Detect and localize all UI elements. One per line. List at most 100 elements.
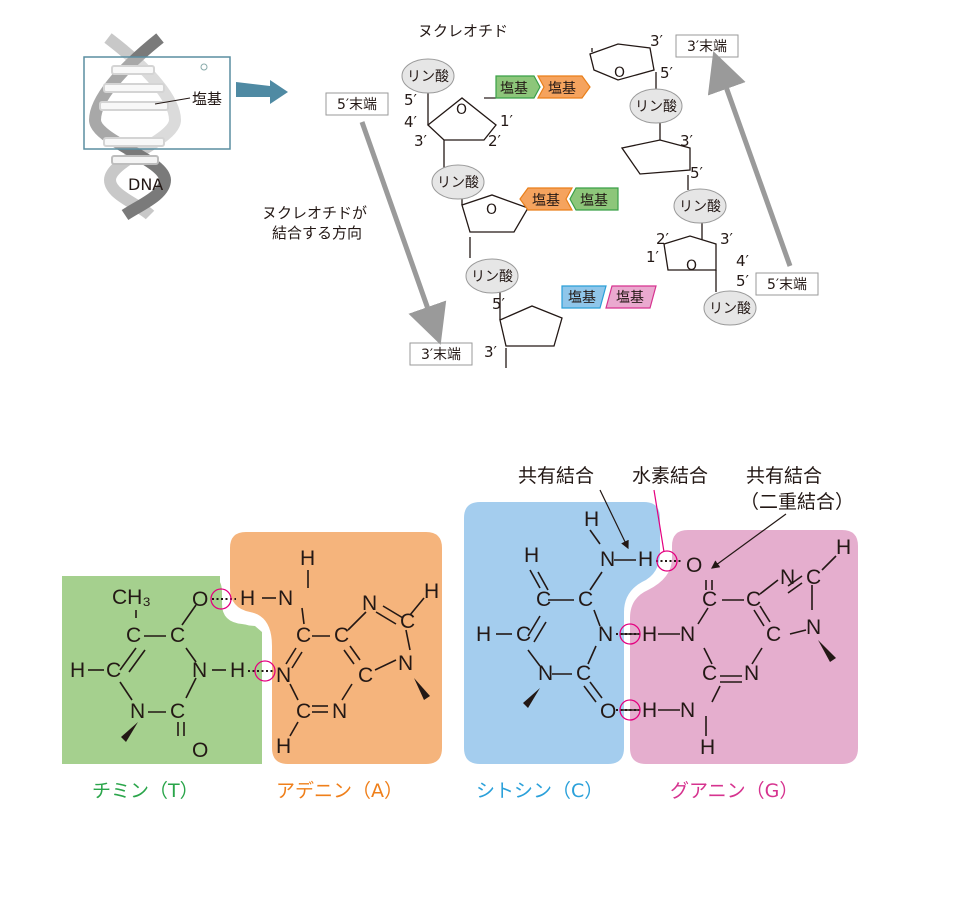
svg-text:リン酸: リン酸 xyxy=(635,99,677,115)
svg-text:リン酸: リン酸 xyxy=(679,199,721,215)
sugar-ring xyxy=(589,43,655,81)
svg-text:C: C xyxy=(400,610,415,633)
end-label: 5′末端 xyxy=(325,92,389,116)
zoom-arrow-icon xyxy=(236,80,288,104)
svg-text:C: C xyxy=(516,623,531,646)
phosphate-group: リン酸 xyxy=(673,188,727,224)
guanine-panel xyxy=(630,530,858,764)
svg-text:O: O xyxy=(486,202,497,218)
svg-text:2′: 2′ xyxy=(656,230,670,248)
svg-text:N: N xyxy=(332,700,347,723)
svg-text:C: C xyxy=(358,664,373,687)
svg-text:塩基: 塩基 xyxy=(568,289,596,306)
svg-text:5′: 5′ xyxy=(404,91,418,109)
svg-text:N: N xyxy=(362,592,377,615)
svg-text:H: H xyxy=(230,659,245,682)
base-pair-orange-green: 塩基 塩基 xyxy=(519,187,619,211)
thymine-name: チミン（T） xyxy=(92,780,199,802)
svg-text:リン酸: リン酸 xyxy=(437,175,479,191)
svg-text:5′: 5′ xyxy=(690,164,704,182)
svg-text:N: N xyxy=(598,623,613,646)
base-callout: 塩基 xyxy=(192,90,222,108)
svg-text:N: N xyxy=(680,623,695,646)
svg-text:5′末端: 5′末端 xyxy=(767,277,807,293)
svg-text:H: H xyxy=(300,547,315,570)
svg-text:N: N xyxy=(806,616,821,639)
svg-text:3′: 3′ xyxy=(484,343,498,361)
svg-text:H: H xyxy=(276,735,291,758)
svg-text:3′: 3′ xyxy=(650,32,664,50)
svg-text:O: O xyxy=(614,65,625,81)
dna-helix-thumbnail: 塩基 DNA xyxy=(83,33,288,221)
sugar-ring xyxy=(461,194,529,233)
svg-text:1′: 1′ xyxy=(646,248,660,266)
cytosine-structure: H N H H C C H C N N C O xyxy=(476,508,653,723)
svg-text:H: H xyxy=(642,623,657,646)
strand-diagram: ヌクレオチド O O O xyxy=(262,22,819,368)
sugar-ring xyxy=(427,97,497,141)
covalent-label: 共有結合 xyxy=(518,465,594,487)
covalent-label: 共有結合 xyxy=(746,465,822,487)
svg-text:N: N xyxy=(780,566,795,589)
sugar-ring xyxy=(620,139,691,175)
phosphate-group: リン酸 xyxy=(629,88,683,124)
double-bond-label: （二重結合） xyxy=(740,491,854,513)
adenine-name: アデニン（A） xyxy=(276,780,403,802)
end-label: 3′末端 xyxy=(409,342,473,366)
svg-text:塩基: 塩基 xyxy=(548,80,576,97)
svg-text:C: C xyxy=(576,662,591,685)
sugar-ring xyxy=(663,235,717,271)
adenine-structure: H H N C C N C H N C N C N H xyxy=(240,547,439,758)
svg-text:塩基: 塩基 xyxy=(580,192,608,209)
phosphate-group: リン酸 xyxy=(401,58,455,94)
svg-text:O: O xyxy=(192,739,208,762)
svg-text:N: N xyxy=(130,700,145,723)
svg-text:C: C xyxy=(296,700,311,723)
svg-text:3′: 3′ xyxy=(680,132,694,150)
svg-text:CH₃: CH₃ xyxy=(112,586,151,609)
svg-text:塩基: 塩基 xyxy=(532,192,560,209)
svg-text:H: H xyxy=(476,623,491,646)
svg-text:C: C xyxy=(806,566,821,589)
svg-text:C: C xyxy=(106,659,121,682)
svg-text:C: C xyxy=(334,624,349,647)
cytosine-panel xyxy=(464,502,660,764)
svg-text:リン酸: リン酸 xyxy=(471,269,513,285)
direction-arrow-icon xyxy=(707,51,793,267)
svg-text:3′末端: 3′末端 xyxy=(421,347,461,363)
phosphate-group: リン酸 xyxy=(465,258,519,294)
hydrogen-bond-label: 水素結合 xyxy=(632,465,708,487)
svg-text:C: C xyxy=(126,624,141,647)
svg-text:5′: 5′ xyxy=(660,64,674,82)
svg-text:C: C xyxy=(702,662,717,685)
svg-text:O: O xyxy=(686,258,697,274)
svg-text:2′: 2′ xyxy=(488,132,502,150)
svg-text:O: O xyxy=(600,700,616,723)
svg-text:塩基: 塩基 xyxy=(616,289,644,306)
cytosine-name: シトシン（C） xyxy=(476,780,603,802)
nucleotide-label: ヌクレオチド xyxy=(418,22,508,40)
end-label: 5′末端 xyxy=(755,272,819,296)
svg-text:1′: 1′ xyxy=(500,112,514,130)
svg-text:5′: 5′ xyxy=(736,272,750,290)
svg-text:N: N xyxy=(278,587,293,610)
svg-text:N: N xyxy=(744,662,759,685)
zoom-box xyxy=(83,56,231,150)
svg-text:C: C xyxy=(296,624,311,647)
svg-text:N: N xyxy=(192,659,207,682)
svg-text:4′: 4′ xyxy=(404,113,418,131)
svg-text:リン酸: リン酸 xyxy=(709,301,751,317)
svg-text:O: O xyxy=(686,554,702,577)
svg-text:H: H xyxy=(240,587,255,610)
svg-text:C: C xyxy=(170,700,185,723)
end-label: 3′末端 xyxy=(675,34,739,58)
svg-text:5′: 5′ xyxy=(492,295,506,313)
svg-text:3′: 3′ xyxy=(414,132,428,150)
base-pair-green-orange: 塩基 塩基 xyxy=(484,75,591,99)
svg-text:C: C xyxy=(578,588,593,611)
thymine-structure: CH₃ C C O H C N H N C O xyxy=(70,586,245,762)
svg-text:N: N xyxy=(680,699,695,722)
svg-text:C: C xyxy=(536,588,551,611)
svg-text:C: C xyxy=(170,624,185,647)
svg-text:H: H xyxy=(836,536,851,559)
